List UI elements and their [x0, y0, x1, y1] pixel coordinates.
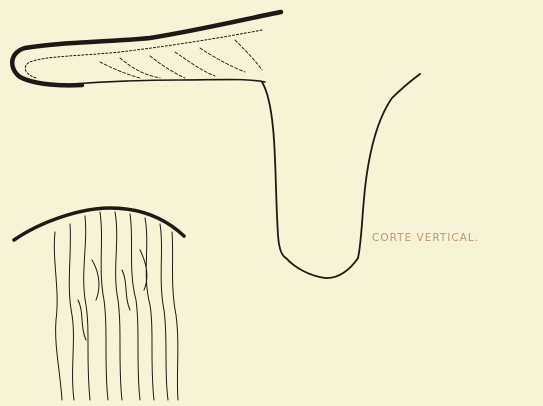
- gill-lines: [54, 212, 178, 400]
- stem-section: [262, 74, 420, 278]
- cap-lower-edge: [72, 80, 265, 85]
- stem-base: [286, 258, 358, 278]
- gill-fragment: [14, 208, 184, 400]
- gill-fragment-edge: [14, 208, 184, 240]
- cap-gill-fringe: [100, 40, 262, 78]
- cap-section: [12, 12, 281, 85]
- caption-corte-vertical: CORTE VERTICAL.: [372, 232, 479, 244]
- stem-left-edge: [262, 82, 286, 258]
- stem-right-edge: [358, 74, 420, 258]
